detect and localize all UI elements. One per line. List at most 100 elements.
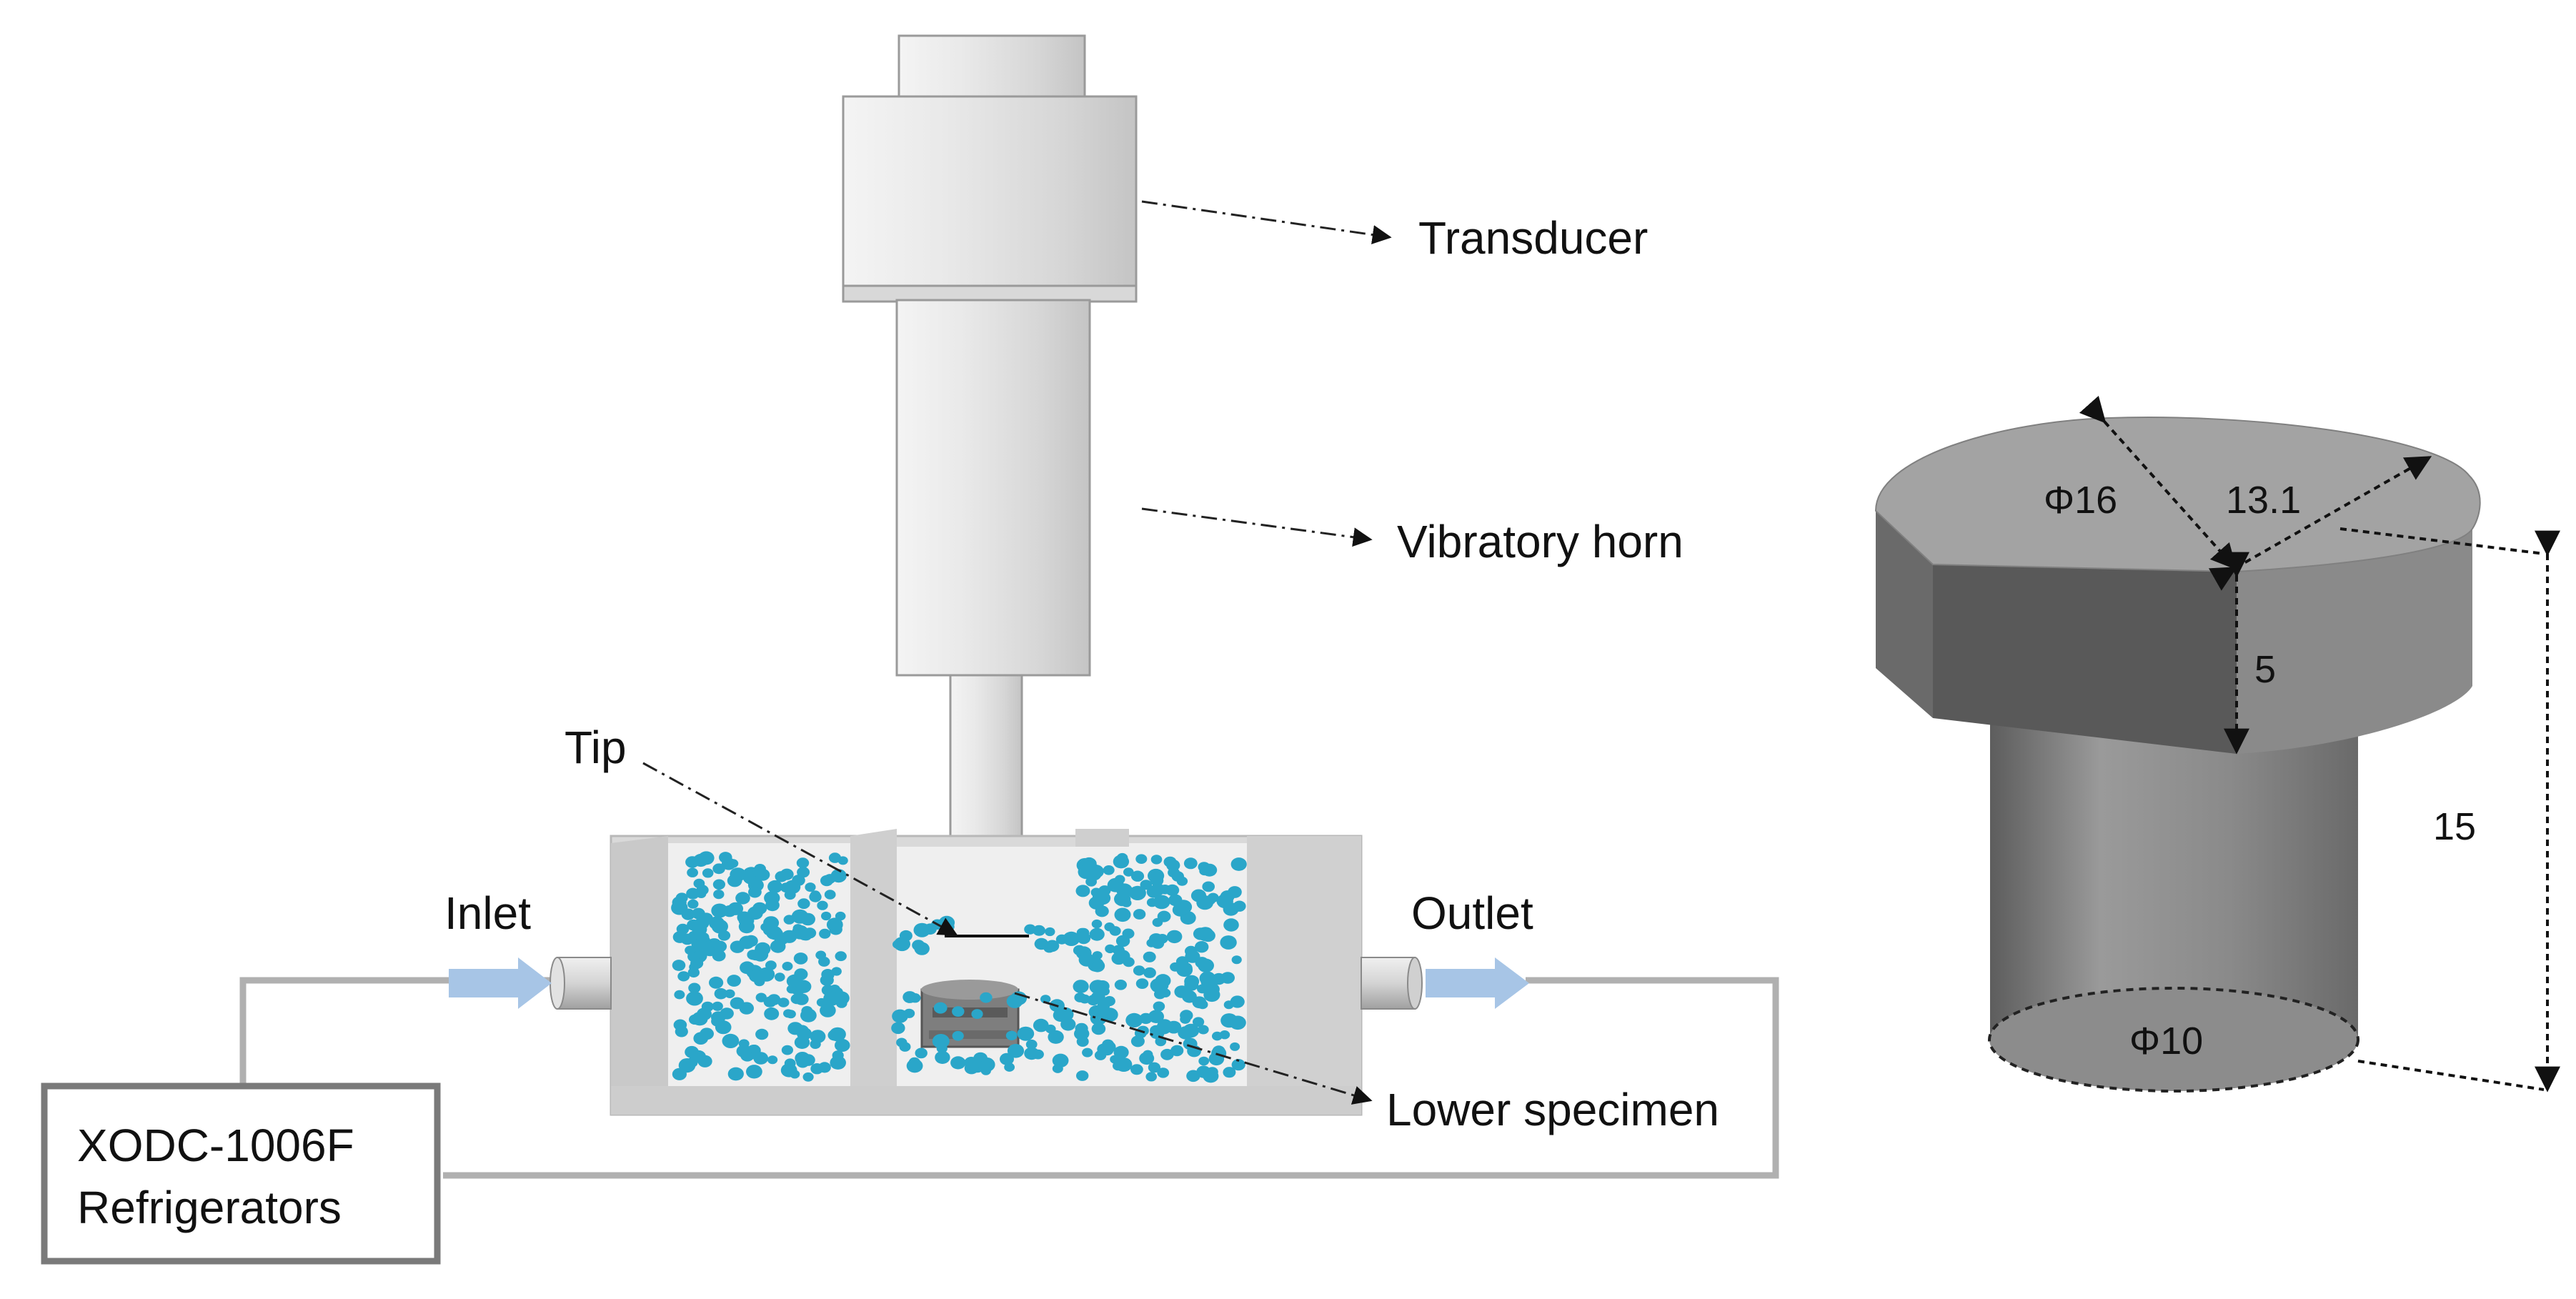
vibratory-horn xyxy=(895,299,1091,677)
bubble xyxy=(1148,1010,1164,1023)
bubble xyxy=(829,1027,846,1042)
bubble xyxy=(672,960,686,971)
bubble xyxy=(783,1009,794,1018)
bubble xyxy=(1186,1070,1200,1082)
bubble xyxy=(747,906,763,920)
bubble xyxy=(815,950,827,960)
bubble xyxy=(800,1008,817,1022)
bubble xyxy=(1078,952,1095,967)
bubble xyxy=(1148,868,1165,883)
bubble xyxy=(725,989,735,999)
bubble xyxy=(1170,962,1181,972)
bubble xyxy=(824,890,836,900)
bubble xyxy=(1099,987,1110,996)
bubble xyxy=(828,852,842,863)
bubble xyxy=(1045,927,1055,937)
bubble xyxy=(1202,881,1215,892)
bubble xyxy=(952,1006,965,1017)
bubble xyxy=(1229,1015,1246,1030)
bubble xyxy=(1116,852,1128,863)
bubble xyxy=(787,1022,803,1035)
bubble xyxy=(687,899,699,909)
bubble xyxy=(1231,955,1242,965)
bubble xyxy=(1113,1045,1129,1059)
bubble xyxy=(800,912,815,926)
bubble xyxy=(1092,951,1103,960)
bubble xyxy=(1195,941,1209,953)
bubble xyxy=(702,868,714,878)
bubble xyxy=(1150,855,1163,865)
specimen-bottom-ellipse xyxy=(1988,987,2359,1093)
bubble xyxy=(913,922,931,937)
bubble xyxy=(775,871,788,882)
bubble xyxy=(786,974,802,988)
bubble xyxy=(835,951,847,962)
bubble xyxy=(1153,1001,1165,1012)
dim-15-bottom-extension xyxy=(2357,1060,2545,1091)
bubble xyxy=(1052,1064,1063,1073)
refrigerator-name-label: Refrigerators xyxy=(77,1182,342,1233)
dim-bottom-diameter: Φ10 xyxy=(2129,1020,2203,1062)
bubble xyxy=(689,1014,701,1025)
bubble xyxy=(1060,1017,1076,1031)
bubble xyxy=(672,1067,687,1080)
bubble xyxy=(764,891,780,905)
bubble xyxy=(1143,1050,1153,1059)
bubble xyxy=(1223,1067,1236,1078)
bubble xyxy=(797,898,810,910)
bubble xyxy=(1198,1056,1210,1066)
bubble xyxy=(1160,1048,1174,1060)
bubble xyxy=(971,1009,983,1019)
bubble xyxy=(755,1028,769,1040)
bubble xyxy=(1157,1067,1170,1078)
bubble xyxy=(727,975,741,987)
specimen-flat-face xyxy=(1876,511,1933,718)
bubble xyxy=(735,892,750,905)
bubble xyxy=(1089,927,1105,941)
bubble xyxy=(906,1059,923,1073)
bubble xyxy=(711,919,729,934)
bubble xyxy=(1184,978,1199,991)
bubble xyxy=(821,911,832,921)
bubble xyxy=(1123,867,1134,877)
bubble xyxy=(713,890,725,900)
bubble xyxy=(802,1072,814,1082)
refrigerator-model-label: XODC-1006F xyxy=(77,1120,354,1171)
bubble xyxy=(1230,857,1247,871)
bubble xyxy=(697,1055,712,1067)
bubble xyxy=(1074,992,1086,1002)
bubble xyxy=(1135,854,1148,864)
bubble xyxy=(686,887,700,900)
bubble xyxy=(798,930,811,941)
bubble xyxy=(891,1022,905,1035)
bubble xyxy=(1211,1047,1227,1060)
bubble xyxy=(1176,876,1188,886)
bubble xyxy=(1110,1055,1120,1064)
bubble xyxy=(711,903,728,918)
inlet-flow-arrow xyxy=(449,957,552,1009)
cavitation-bubbles xyxy=(671,851,1247,1083)
specimen-shank xyxy=(1990,715,2358,1040)
bubble xyxy=(1053,1008,1069,1022)
bubble xyxy=(727,859,739,868)
bubble xyxy=(1052,1053,1069,1068)
bubble xyxy=(1077,932,1091,945)
bubble xyxy=(1114,907,1131,922)
bubble xyxy=(1063,931,1080,946)
bubble xyxy=(1103,865,1115,875)
bubble xyxy=(1153,895,1170,910)
bubble xyxy=(1043,942,1055,953)
bubble xyxy=(767,917,778,927)
bubble xyxy=(786,985,797,994)
bubble xyxy=(1017,1026,1035,1041)
bubble xyxy=(746,1065,762,1079)
bubble xyxy=(1230,995,1245,1008)
bubble xyxy=(1135,978,1149,989)
bubble xyxy=(775,972,785,982)
bubble xyxy=(767,880,783,893)
bubble xyxy=(1025,1039,1038,1050)
bubble xyxy=(777,997,790,1007)
bubble xyxy=(820,974,834,986)
bubble xyxy=(1182,990,1197,1003)
